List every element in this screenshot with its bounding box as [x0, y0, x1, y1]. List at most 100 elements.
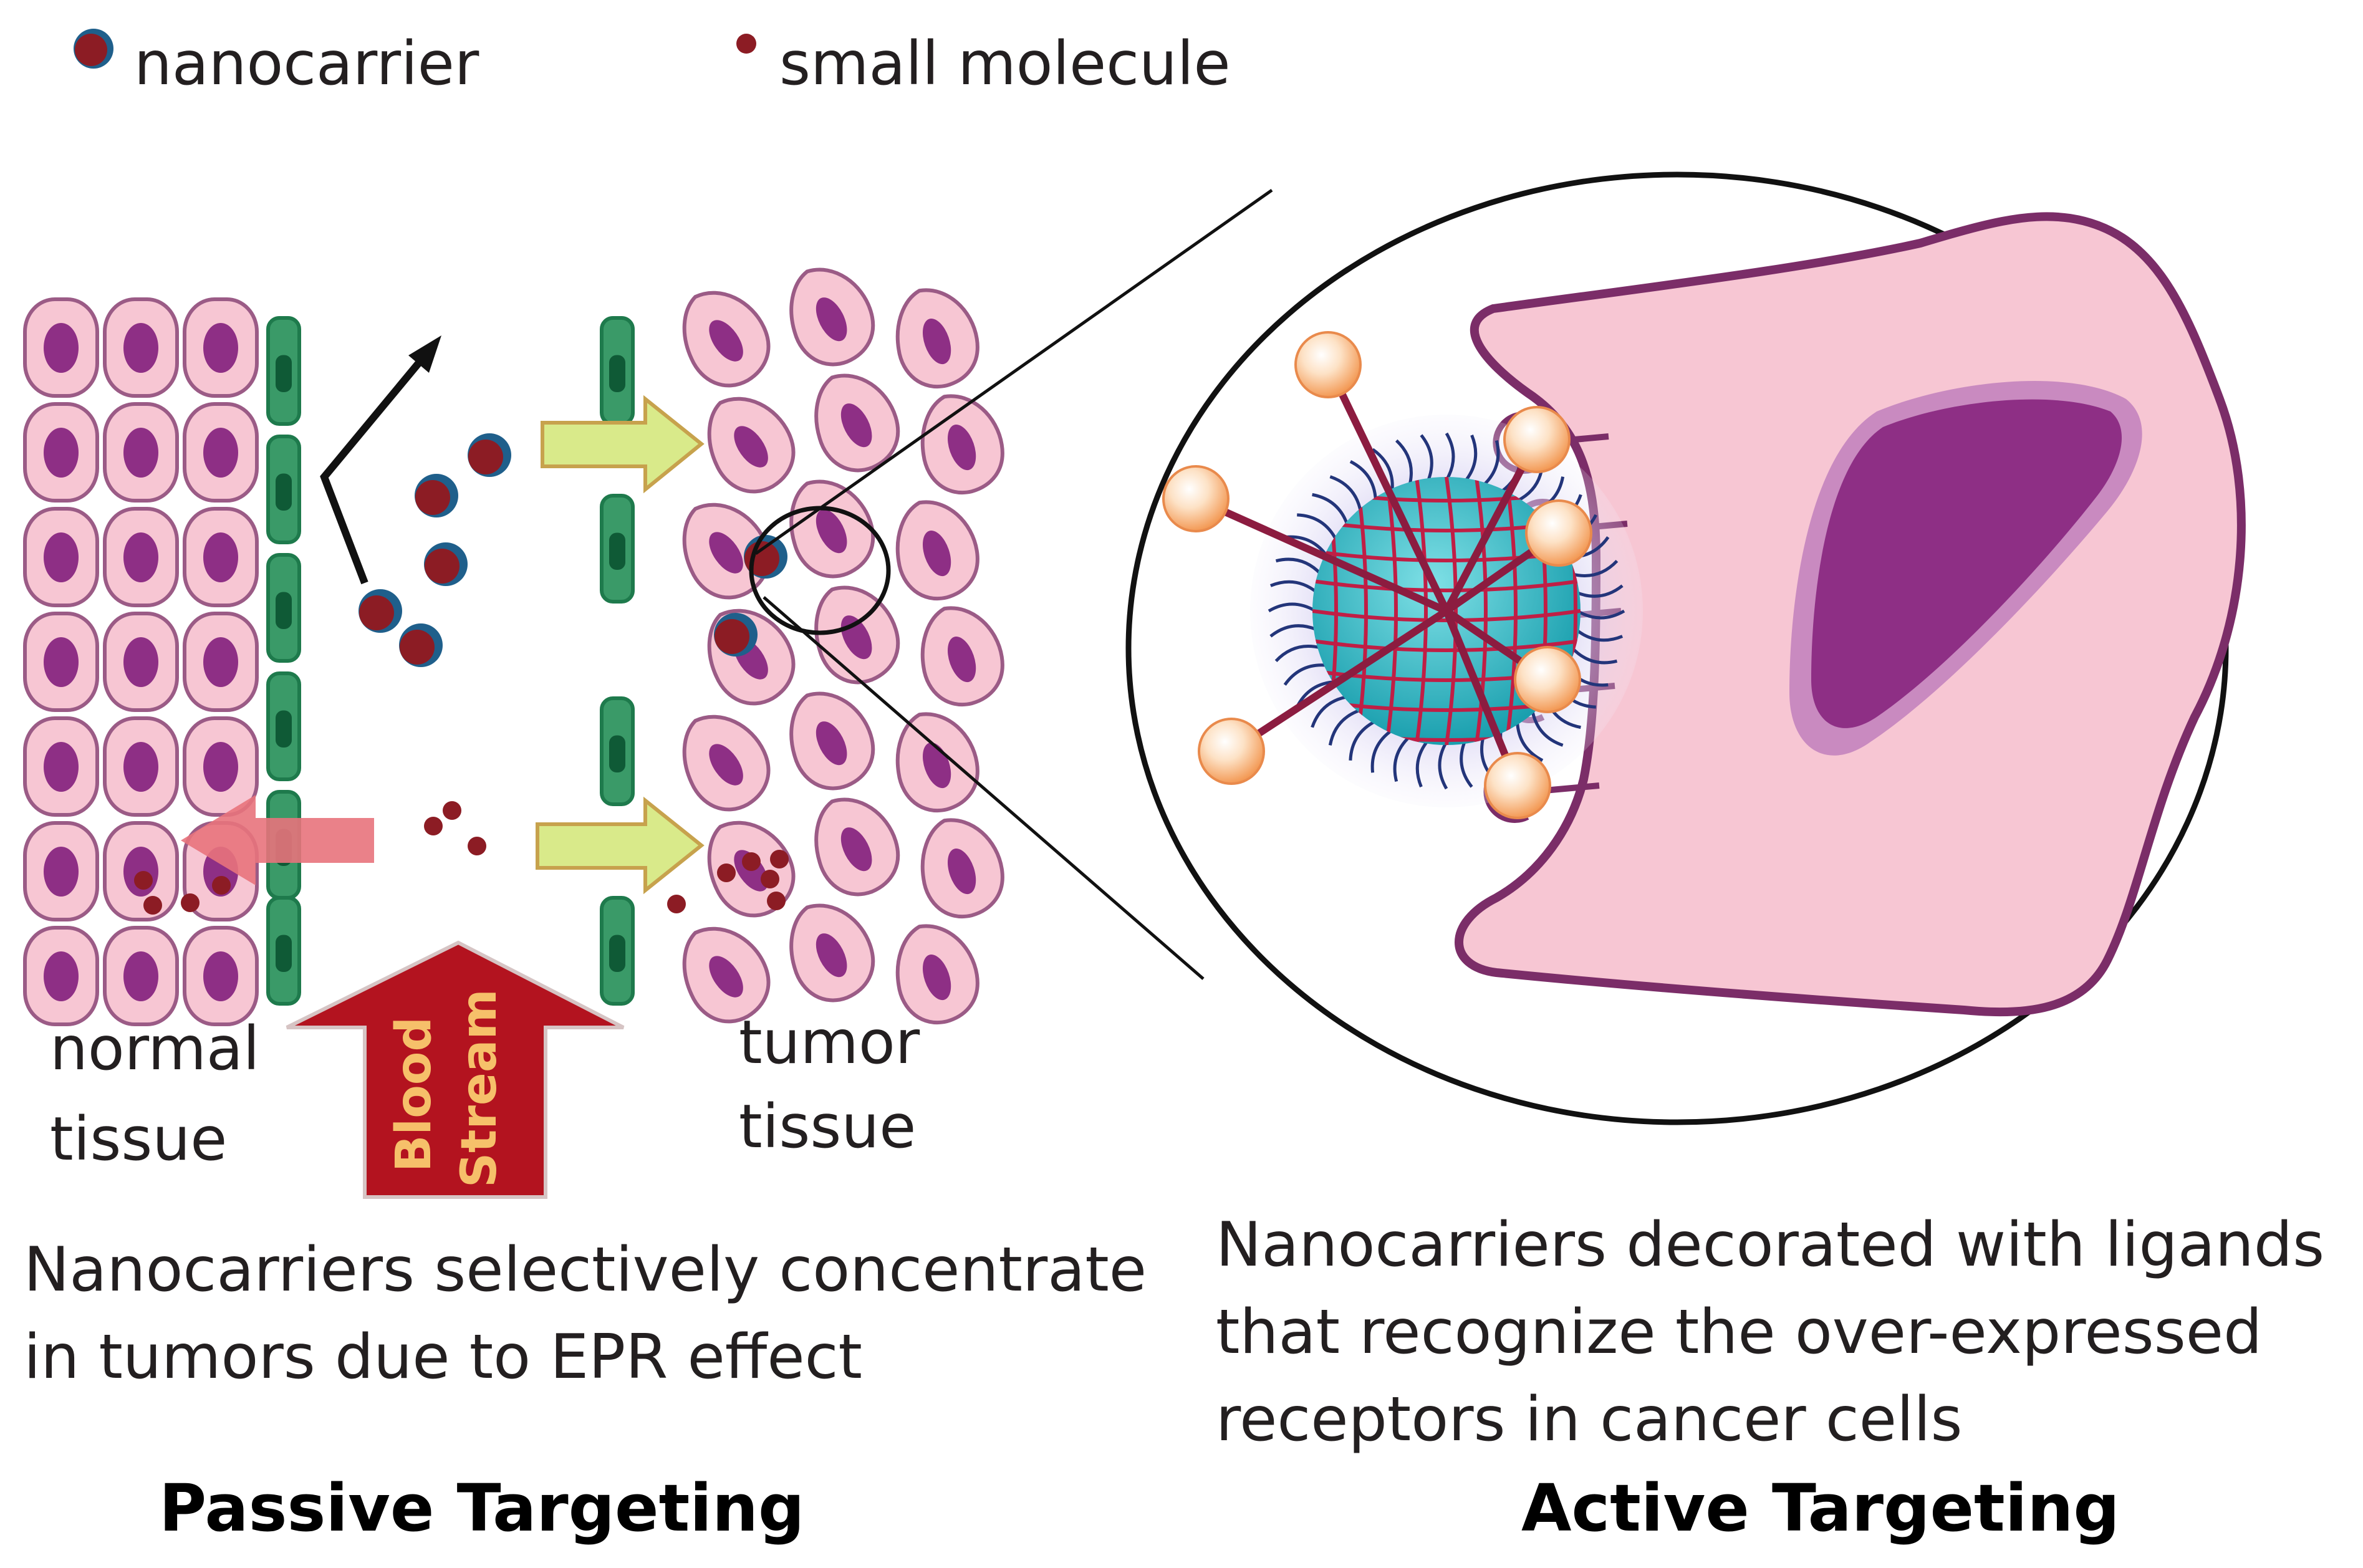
peg-chain: [1269, 580, 1318, 594]
peg-chain: [1393, 735, 1411, 782]
cancer-cell: [1455, 212, 2246, 1017]
small-molecule-dot: [767, 892, 786, 910]
endothelial-cell: [266, 896, 301, 1006]
normal-cell: [183, 612, 259, 712]
endothelial-cell-nucleus: [609, 935, 625, 972]
normal-cell: [103, 716, 179, 817]
tumor-cell-nucleus: [709, 744, 743, 786]
peg-chain: [1420, 434, 1433, 483]
nanocarrier-payload: [425, 549, 460, 584]
peg-chain: [1460, 739, 1473, 788]
normal-cell-nucleus: [44, 742, 79, 792]
ligand-stalk: [1194, 495, 1448, 615]
normal-cell-nucleus: [123, 637, 158, 687]
small-molecule-dot: [761, 870, 779, 888]
peg-chain: [1445, 432, 1455, 481]
zoom-line-top: [754, 188, 1273, 556]
normal-cell: [183, 297, 259, 398]
peg-chain: [1268, 602, 1317, 613]
tumor-tissue-cells: [682, 267, 1004, 1024]
tumor-cell-nucleus: [734, 426, 768, 468]
small-molecule-dot: [468, 837, 486, 855]
endothelial-cell: [600, 494, 635, 604]
normal-cell-nucleus: [203, 637, 238, 687]
normal-cell-nucleus: [203, 951, 238, 1001]
normal-cell-nucleus: [123, 951, 158, 1001]
normal-cell-nucleus: [44, 637, 79, 687]
small-molecule-dot: [770, 850, 789, 868]
tumor-cell: [682, 714, 771, 812]
tumor-cell-nucleus: [816, 509, 847, 554]
peg-chain: [1370, 728, 1393, 773]
tumor-cell: [814, 373, 900, 473]
peg-chain: [1275, 557, 1322, 575]
peg-chain: [1575, 584, 1624, 598]
tumor-cell: [707, 608, 796, 706]
nanocarrier-legend-icon: [74, 29, 113, 69]
tumor-tissue-label-line1: tumor: [739, 1008, 920, 1077]
small-molecule-dot: [134, 871, 153, 890]
tumor-cell: [707, 397, 796, 494]
normal-cell-nucleus: [44, 323, 79, 373]
peg-chain: [1372, 448, 1394, 493]
tumor-cell: [789, 903, 875, 1003]
epr-arrow-upper: [541, 395, 705, 494]
ligand-ball: [1525, 499, 1592, 567]
endothelial-cell: [266, 316, 301, 426]
endothelial-cell-nucleus: [609, 355, 625, 392]
backflow-arrow: [181, 795, 374, 885]
reflect-arrow-head: [408, 335, 441, 373]
tumor-cell-nucleus: [816, 721, 847, 766]
normal-tissue-label-line2: tissue: [50, 1104, 227, 1174]
normal-cell: [183, 402, 259, 503]
endothelial-cell-nucleus: [276, 355, 292, 392]
active-targeting-title: Active Targeting: [1521, 1470, 2120, 1546]
tumor-cell-nucleus: [948, 637, 976, 683]
endothelial-cell: [266, 553, 301, 663]
nanocarrier-payload: [400, 630, 435, 665]
ligand-ball: [1294, 331, 1362, 398]
small-molecule-legend-icon: [736, 34, 756, 54]
normal-cell: [103, 507, 179, 607]
normal-cell: [23, 402, 99, 503]
active-caption-line3: receptors in cancer cells: [1216, 1384, 1963, 1455]
tumor-cell-nucleus: [948, 849, 976, 895]
normal-cell-nucleus: [123, 428, 158, 478]
tumor-cell-nucleus: [816, 297, 847, 342]
endothelial-cell-nucleus: [276, 473, 292, 511]
epr-arrow-lower: [536, 796, 705, 895]
normal-cell: [103, 297, 179, 398]
normal-cell: [23, 297, 99, 398]
ligands: [1162, 331, 1592, 819]
normal-cell-nucleus: [203, 742, 238, 792]
peg-chain: [1311, 695, 1348, 728]
normal-cell-nucleus: [44, 951, 79, 1001]
endothelial-cell: [266, 435, 301, 544]
endothelial-cell-nucleus: [276, 710, 292, 748]
endothelial-cell-nucleus: [276, 935, 292, 972]
normal-cell-nucleus: [203, 323, 238, 373]
normal-tissue-label-line1: normal: [50, 1014, 259, 1084]
normal-cell: [103, 926, 179, 1026]
peg-chain: [1328, 708, 1362, 746]
tumor-cell: [682, 291, 771, 388]
normal-cell-nucleus: [44, 532, 79, 582]
tumor-cell-nucleus: [709, 956, 743, 998]
peg-chain: [1571, 559, 1619, 577]
endothelial-cell-nucleus: [276, 592, 292, 629]
tumor-cell: [789, 479, 875, 579]
small-molecule-dot: [181, 893, 200, 912]
normal-cell: [23, 716, 99, 817]
tumor-cell-nucleus: [709, 532, 743, 574]
normal-cell: [23, 821, 99, 921]
tumor-cell: [895, 288, 979, 388]
endothelial-cell: [600, 896, 635, 1006]
normal-cell-nucleus: [44, 847, 79, 897]
nanocarrier-particle: [359, 589, 402, 633]
tumor-cell: [920, 818, 1004, 918]
small-molecule-legend-label: small molecule: [779, 29, 1231, 99]
small-molecule-dot: [143, 896, 162, 915]
endothelial-cell: [266, 671, 301, 781]
tumor-cell: [682, 503, 771, 600]
